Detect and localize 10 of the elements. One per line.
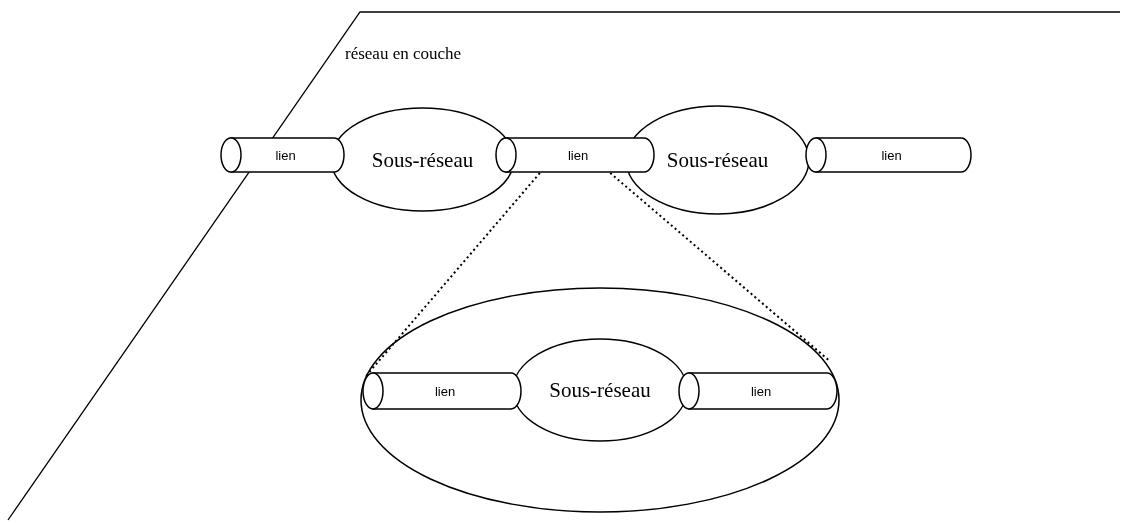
subnetwork-label: Sous-réseau	[666, 147, 769, 173]
layer-title: réseau en couche	[345, 44, 462, 64]
link-label: lien	[275, 147, 296, 163]
subnetwork-label: Sous-réseau	[371, 147, 474, 172]
zoom-line	[363, 172, 541, 379]
link-label: lien	[750, 383, 772, 399]
link-label: lien	[434, 383, 456, 399]
subnetwork-label: Sous-réseau	[549, 377, 651, 403]
link-label: lien	[567, 147, 589, 163]
link-label: lien	[881, 147, 902, 163]
